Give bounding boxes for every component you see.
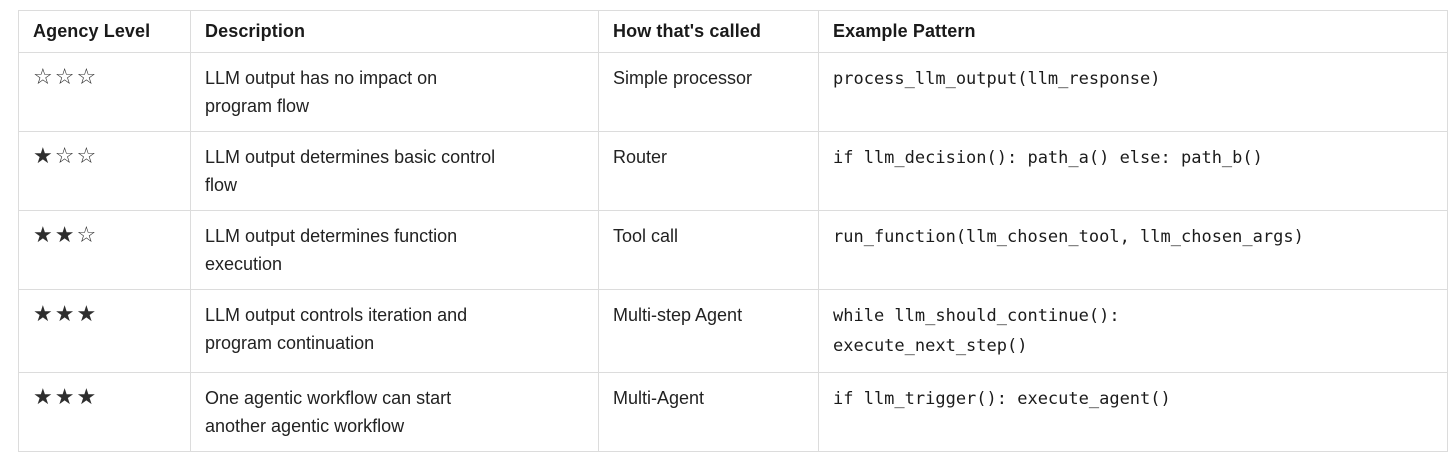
star-rating-icon: ★★☆	[33, 223, 99, 248]
agency-level-cell: ★★☆	[18, 210, 191, 290]
col-header-description: Description	[190, 10, 599, 53]
description-cell: LLM output determines basic control flow	[190, 131, 599, 211]
example-pattern-cell: while llm_should_continue(): execute_nex…	[818, 289, 1448, 373]
table-row: ★★★ LLM output controls iteration and pr…	[18, 289, 1448, 373]
how-called-cell: Multi-step Agent	[598, 289, 819, 373]
star-rating-icon: ★★★	[33, 302, 99, 327]
description-text: LLM output determines basic control flow	[205, 147, 496, 195]
code-pattern-text: if llm_trigger(): execute_agent()	[833, 389, 1171, 409]
code-pattern-text: if llm_decision(): path_a() else: path_b…	[833, 148, 1263, 168]
header-row: Agency Level Description How that's call…	[18, 10, 1448, 53]
col-header-agency-level: Agency Level	[18, 10, 191, 53]
example-pattern-cell: run_function(llm_chosen_tool, llm_chosen…	[818, 210, 1448, 290]
how-called-text: Router	[613, 147, 668, 167]
how-called-cell: Tool call	[598, 210, 819, 290]
description-text: LLM output has no impact on program flow	[205, 68, 438, 116]
description-text: One agentic workflow can start another a…	[205, 388, 452, 436]
star-rating-icon: ☆☆☆	[33, 65, 99, 90]
table-row: ☆☆☆ LLM output has no impact on program …	[18, 52, 1448, 132]
how-called-cell: Simple processor	[598, 52, 819, 132]
col-header-example-pattern: Example Pattern	[818, 10, 1448, 53]
code-pattern-text: run_function(llm_chosen_tool, llm_chosen…	[833, 227, 1304, 247]
example-pattern-cell: process_llm_output(llm_response)	[818, 52, 1448, 132]
agency-level-cell: ★☆☆	[18, 131, 191, 211]
description-text: LLM output controls iteration and progra…	[205, 305, 468, 353]
how-called-text: Simple processor	[613, 68, 753, 88]
description-cell: LLM output determines function execution	[190, 210, 599, 290]
description-cell: One agentic workflow can start another a…	[190, 372, 599, 452]
description-text: LLM output determines function execution	[205, 226, 458, 274]
agency-level-cell: ☆☆☆	[18, 52, 191, 132]
star-rating-icon: ★★★	[33, 385, 99, 410]
how-called-text: Multi-Agent	[613, 388, 705, 408]
how-called-text: Tool call	[613, 226, 679, 246]
example-pattern-cell: if llm_decision(): path_a() else: path_b…	[818, 131, 1448, 211]
col-header-how-called: How that's called	[598, 10, 819, 53]
code-pattern-text: process_llm_output(llm_response)	[833, 69, 1161, 89]
agency-level-cell: ★★★	[18, 289, 191, 373]
example-pattern-cell: if llm_trigger(): execute_agent()	[818, 372, 1448, 452]
how-called-cell: Router	[598, 131, 819, 211]
table-row: ★★★ One agentic workflow can start anoth…	[18, 372, 1448, 452]
code-pattern-text: while llm_should_continue(): execute_nex…	[833, 306, 1120, 356]
description-cell: LLM output controls iteration and progra…	[190, 289, 599, 373]
how-called-cell: Multi-Agent	[598, 372, 819, 452]
agency-level-cell: ★★★	[18, 372, 191, 452]
how-called-text: Multi-step Agent	[613, 305, 743, 325]
table-row: ★☆☆ LLM output determines basic control …	[18, 131, 1448, 211]
agency-levels-table: Agency Level Description How that's call…	[18, 10, 1448, 452]
description-cell: LLM output has no impact on program flow	[190, 52, 599, 132]
star-rating-icon: ★☆☆	[33, 144, 99, 169]
table-row: ★★☆ LLM output determines function execu…	[18, 210, 1448, 290]
